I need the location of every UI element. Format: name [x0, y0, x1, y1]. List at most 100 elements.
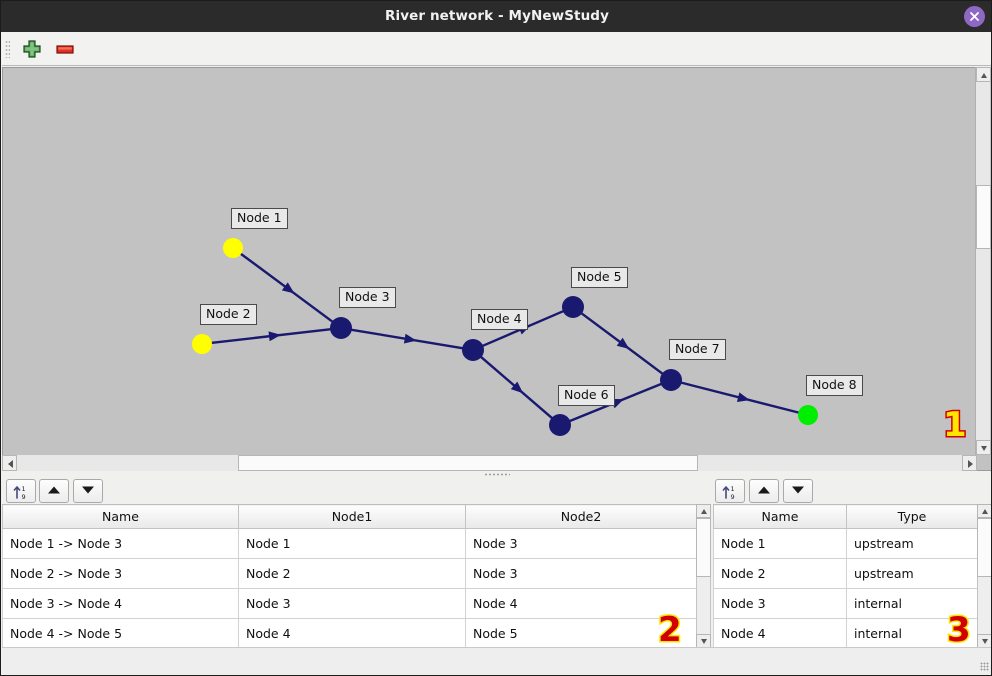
- status-bar: [2, 647, 991, 674]
- column-header[interactable]: Type: [846, 504, 978, 529]
- table-cell[interactable]: Node 5: [465, 618, 697, 649]
- table-cell[interactable]: Node 3 -> Node 4: [2, 588, 239, 619]
- scroll-up-button[interactable]: [976, 67, 991, 82]
- graph-node-label[interactable]: Node 1: [231, 208, 288, 229]
- table-cell[interactable]: internal: [846, 618, 978, 649]
- table-cell[interactable]: Node 3: [713, 588, 847, 619]
- reaches-move-down-button[interactable]: [73, 479, 103, 503]
- column-header[interactable]: Node2: [465, 504, 697, 529]
- triangle-up-icon: [758, 486, 770, 494]
- nodes-sort-button[interactable]: 1 9: [715, 479, 745, 503]
- nodes-scroll-thumb[interactable]: [977, 518, 991, 577]
- graph-horizontal-scrollbar[interactable]: [2, 455, 977, 471]
- graph-node-node-5[interactable]: [562, 296, 584, 318]
- resize-grip-icon[interactable]: [980, 662, 989, 671]
- toolbar-grip[interactable]: [5, 40, 10, 58]
- table-cell[interactable]: Node 4: [465, 588, 697, 619]
- table-cell[interactable]: Node 2: [238, 558, 466, 589]
- nodes-scroll-down-button[interactable]: [977, 634, 991, 648]
- scroll-down-button[interactable]: [976, 440, 991, 455]
- graph-node-node-3[interactable]: [330, 317, 352, 339]
- table-cell[interactable]: Node 3: [465, 558, 697, 589]
- edge-arrow-icon: [736, 392, 750, 403]
- table-cell[interactable]: Node 2: [713, 558, 847, 589]
- table-cell[interactable]: Node 1: [238, 528, 466, 559]
- table-cell[interactable]: upstream: [846, 558, 978, 589]
- horizontal-splitter[interactable]: [2, 471, 991, 477]
- window-title: River network - MyNewStudy: [385, 8, 609, 24]
- close-icon[interactable]: [964, 6, 985, 27]
- reaches-scroll-thumb[interactable]: [696, 518, 711, 577]
- reaches-scroll-up-button[interactable]: [696, 504, 711, 518]
- table-cell[interactable]: upstream: [846, 528, 978, 559]
- nodes-move-down-button[interactable]: [783, 479, 813, 503]
- edge-arrow-icon: [281, 282, 295, 294]
- graph-node-label[interactable]: Node 4: [471, 309, 528, 330]
- reaches-move-up-button[interactable]: [39, 479, 69, 503]
- svg-text:1: 1: [22, 485, 26, 493]
- nodes-move-up-button[interactable]: [749, 479, 779, 503]
- scroll-thumb-horizontal[interactable]: [238, 455, 698, 471]
- svg-text:9: 9: [731, 493, 735, 501]
- scroll-thumb-vertical[interactable]: [976, 185, 991, 249]
- triangle-up-icon: [48, 486, 60, 494]
- delete-node-icon[interactable]: [52, 36, 78, 62]
- table-cell[interactable]: Node 2 -> Node 3: [2, 558, 239, 589]
- column-header[interactable]: Name: [2, 504, 239, 529]
- svg-text:9: 9: [22, 493, 26, 501]
- table-cell[interactable]: Node 4 -> Node 5: [2, 618, 239, 649]
- table-cell[interactable]: internal: [846, 588, 978, 619]
- column-header[interactable]: Node1: [238, 504, 466, 529]
- table-cell[interactable]: Node 3: [238, 588, 466, 619]
- table-cell[interactable]: Node 1: [713, 528, 847, 559]
- graph-node-label[interactable]: Node 2: [200, 304, 257, 325]
- graph-node-node-4[interactable]: [462, 339, 484, 361]
- graph-node-node-1[interactable]: [223, 238, 243, 258]
- graph-node-label[interactable]: Node 8: [806, 375, 863, 396]
- table-cell[interactable]: Node 3: [465, 528, 697, 559]
- graph-node-label[interactable]: Node 3: [339, 287, 396, 308]
- nodes-vertical-scrollbar[interactable]: [977, 504, 991, 667]
- reaches-scroll-down-button[interactable]: [696, 634, 711, 648]
- column-header[interactable]: Name: [713, 504, 847, 529]
- reaches-vertical-scrollbar[interactable]: [696, 504, 711, 667]
- graph-node-node-6[interactable]: [549, 414, 571, 436]
- edge-arrow-icon: [616, 337, 630, 349]
- graph-node-node-2[interactable]: [192, 334, 212, 354]
- title-bar: River network - MyNewStudy: [1, 1, 991, 32]
- graph-node-node-8[interactable]: [798, 405, 818, 425]
- graph-vertical-scrollbar[interactable]: [975, 67, 991, 455]
- scroll-right-button[interactable]: [962, 455, 977, 471]
- table-cell[interactable]: Node 1 -> Node 3: [2, 528, 239, 559]
- table-cell[interactable]: Node 4: [713, 618, 847, 649]
- graph-node-label[interactable]: Node 5: [571, 267, 628, 288]
- network-graph-panel[interactable]: Node 1 Node 2 Node 3 Node 4 Node 5 Node 6 Node…: [2, 67, 991, 471]
- graph-node-label[interactable]: Node 6: [558, 385, 615, 406]
- nodes-scroll-up-button[interactable]: [977, 504, 991, 518]
- network-graph-svg: [192, 238, 818, 436]
- table-cell[interactable]: Node 4: [238, 618, 466, 649]
- nodes-toolbar: 1 9: [713, 477, 991, 507]
- add-node-icon[interactable]: [19, 36, 45, 62]
- graph-node-label[interactable]: Node 7: [669, 339, 726, 360]
- reaches-sort-button[interactable]: 1 9: [6, 479, 36, 503]
- graph-node-node-7[interactable]: [660, 369, 682, 391]
- scroll-left-button[interactable]: [2, 455, 17, 471]
